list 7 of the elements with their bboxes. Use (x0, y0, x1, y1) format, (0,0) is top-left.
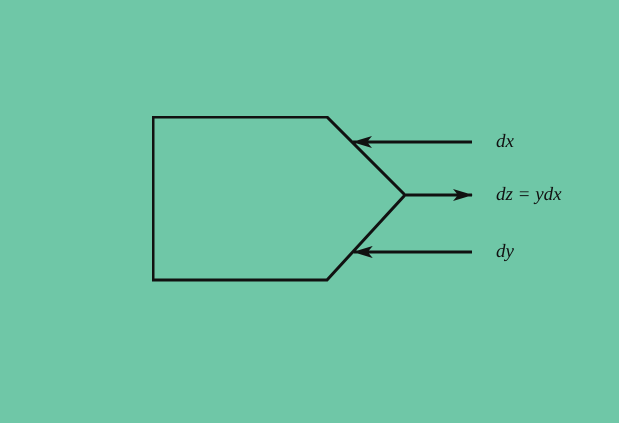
math-label: dz = ydx (472, 185, 562, 204)
math-label: dy (472, 242, 514, 261)
integrator-block (152, 116, 408, 282)
math-label: dx (472, 132, 514, 151)
arrow (352, 246, 472, 258)
arrow (352, 136, 472, 148)
arrow (406, 189, 473, 201)
